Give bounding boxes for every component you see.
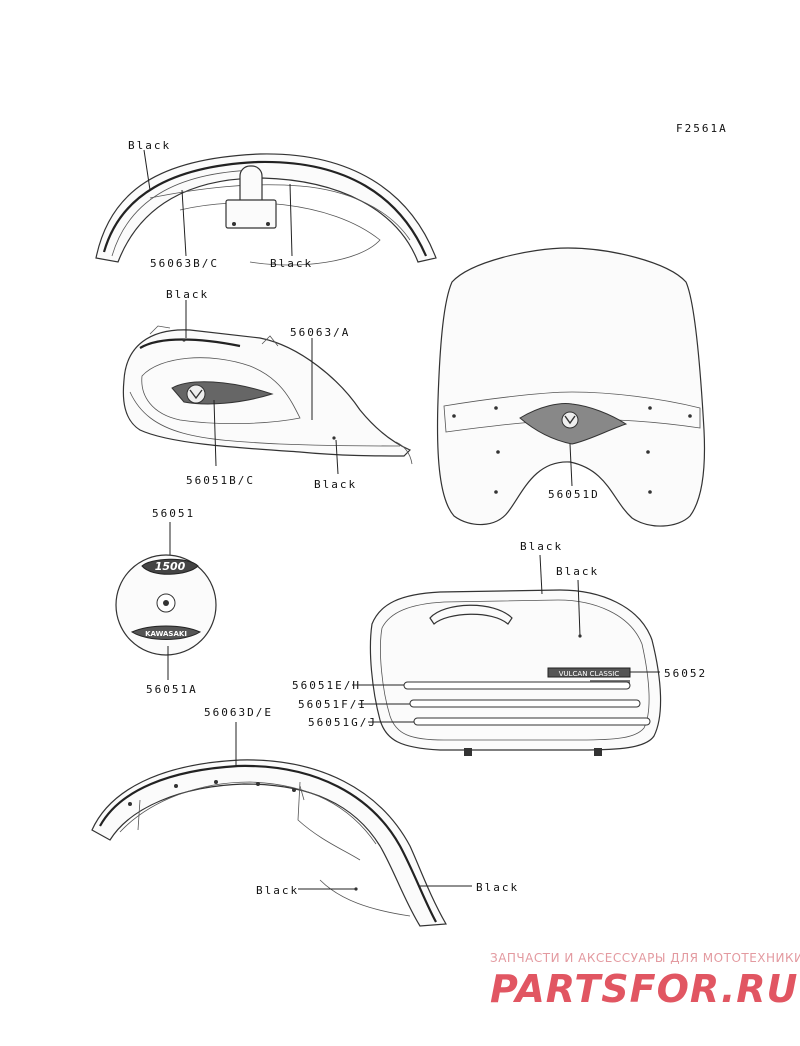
front-fender (91, 759, 447, 927)
tank-black-label-top: Black (166, 288, 209, 301)
cover-emblem-kawasaki: KAWASAKI (145, 630, 187, 638)
rear-fender-part-label: 56063B/C (150, 257, 219, 270)
cover-emblem-1500: 1500 (155, 560, 186, 573)
saddlebag-badge-part-label: 56052 (664, 667, 707, 680)
front-fender-black-label-right: Black (476, 881, 519, 894)
rear-fender (95, 153, 437, 266)
figure-code: F2561A (676, 122, 728, 135)
windshield-emblem-part-label: 56051D (548, 488, 600, 501)
round-cover: 1500 KAWASAKI (115, 554, 217, 656)
cover-part-label-top: 56051 (152, 507, 195, 520)
front-fender-black-label-left: Black (256, 884, 299, 897)
windshield (436, 247, 706, 527)
rear-fender-black-label-right: Black (270, 257, 313, 270)
watermark: ЗАПЧАСТИ И АКСЕССУАРЫ ДЛЯ МОТОТЕХНИКИ PA… (490, 951, 800, 1011)
watermark-brand: PARTSFOR.RU (490, 967, 798, 1011)
cover-part-label-bottom: 56051A (146, 683, 198, 696)
saddlebag-black-label-2: Black (556, 565, 599, 578)
tank-part-label: 56063/A (290, 326, 350, 339)
fuel-tank (122, 325, 413, 465)
tank-emblem-part-label: 56051B/C (186, 474, 255, 487)
saddlebag: VULCAN CLASSIC (369, 589, 662, 756)
watermark-tagline: ЗАПЧАСТИ И АКСЕССУАРЫ ДЛЯ МОТОТЕХНИКИ (490, 951, 800, 965)
saddlebag-badge-text: VULCAN CLASSIC (559, 670, 620, 678)
tank-black-label-bottom: Black (314, 478, 357, 491)
saddlebag-stripe-label-1: 56051E/H (292, 679, 361, 692)
saddlebag-black-label-1: Black (520, 540, 563, 553)
saddlebag-stripe-label-2: 56051F/I (298, 698, 367, 711)
rear-fender-black-label-top: Black (128, 139, 171, 152)
saddlebag-stripe-label-3: 56051G/J (308, 716, 377, 729)
front-fender-part-label: 56063D/E (204, 706, 273, 719)
